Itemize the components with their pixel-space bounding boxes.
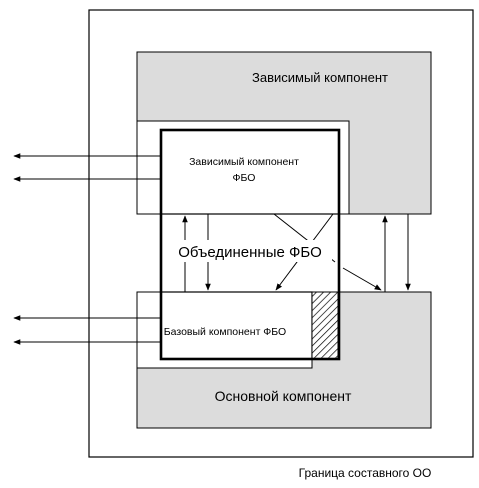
hatched-area bbox=[311, 291, 339, 360]
composite-boundary-label: Граница составного ОО bbox=[299, 466, 432, 480]
base-tsf-box bbox=[160, 291, 313, 360]
base-tsf-label: Базовый компонент ФБО bbox=[164, 326, 286, 338]
dependent-component-label: Зависимый компонент bbox=[252, 70, 388, 85]
base-component-label: Основной компонент bbox=[215, 388, 352, 404]
combined-tsf-label-bg bbox=[168, 240, 332, 262]
combined-tsf-label: Объединенные ФБО bbox=[178, 244, 322, 261]
dependent-tsf-label-line2: ФБО bbox=[233, 172, 256, 184]
combined-tsf-outline bbox=[159, 128, 341, 361]
dependent-tsf-label-line1: Зависимый компонент bbox=[189, 156, 299, 168]
arrow-diag-right-cont bbox=[342, 267, 382, 291]
